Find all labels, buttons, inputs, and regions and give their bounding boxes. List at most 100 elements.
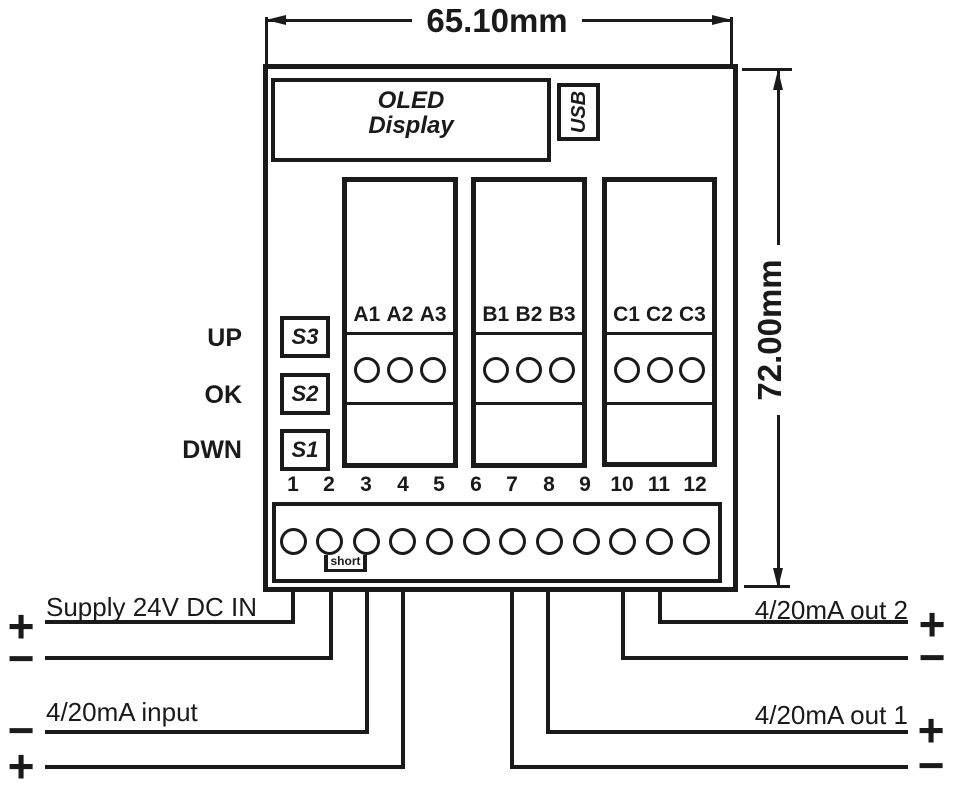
dim-extension-line-left	[265, 17, 268, 64]
relay-terminal-holes	[476, 357, 582, 383]
terminal-number: 4	[397, 473, 409, 496]
terminal-number: 12	[683, 473, 707, 496]
terminal-hole-4	[389, 528, 416, 555]
input-minus-icon: −	[7, 704, 35, 756]
relay-cell-labels: B1 B2 B3	[476, 304, 582, 326]
button-s1: S1	[280, 429, 330, 471]
relay-divider-line	[476, 332, 582, 335]
relay-block-b: B1 B2 B3	[471, 177, 587, 468]
usb-label: USB	[568, 90, 590, 134]
arrowhead-down-icon	[773, 568, 783, 588]
analog-out1-label: 4/20mA out 1	[754, 700, 908, 730]
terminal-hole-10	[609, 528, 636, 555]
terminal-number: 6	[470, 473, 482, 496]
cell-label: B2	[515, 303, 543, 326]
cell-label: A3	[419, 303, 447, 326]
wire-out1-plus	[546, 730, 908, 734]
terminal-hole-1	[280, 528, 307, 555]
relay-terminal-hole	[387, 357, 413, 383]
relay-terminal-hole	[613, 357, 640, 383]
button-function-label-ok: OK	[204, 381, 243, 409]
relay-divider-line	[476, 402, 582, 405]
button-function-label-dwn: DWN	[182, 436, 242, 464]
out2-minus-icon: −	[918, 631, 946, 683]
terminal-hole-8	[536, 528, 563, 555]
relay-terminal-hole	[420, 357, 446, 383]
relay-terminal-holes	[607, 357, 712, 383]
wire-terminal7-vertical	[510, 592, 514, 769]
dim-extension-line-right	[730, 17, 733, 64]
cell-label: A1	[353, 303, 381, 326]
wire-input-plus	[45, 765, 405, 769]
terminal-number: 7	[506, 473, 518, 496]
button-function-label-up: UP	[207, 324, 242, 352]
relay-divider-line	[607, 402, 712, 405]
usb-port: USB	[557, 83, 600, 141]
oled-label-line2: Display	[368, 112, 454, 139]
terminal-hole-9	[573, 528, 600, 555]
relay-terminal-hole	[549, 357, 575, 383]
dim-extension-line-top	[742, 68, 792, 71]
wire-supply-minus	[45, 656, 333, 660]
relay-cell-labels: C1 C2 C3	[607, 304, 712, 326]
arrowhead-up-icon	[773, 70, 783, 90]
terminal-hole-12	[683, 528, 710, 555]
wire-out2-minus	[621, 656, 908, 660]
cell-label: C2	[646, 303, 673, 326]
supply-label: Supply 24V DC IN	[46, 592, 257, 622]
wire-terminal10-vertical	[621, 592, 625, 660]
wire-terminal8-vertical	[546, 592, 550, 734]
terminal-number: 1	[287, 473, 299, 496]
out1-minus-icon: −	[917, 739, 945, 790]
arrowhead-right-icon	[712, 15, 732, 25]
button-s2: S2	[280, 373, 330, 415]
wire-input-minus	[45, 730, 369, 734]
relay-terminal-hole	[354, 357, 380, 383]
terminal-number: 2	[323, 473, 335, 496]
terminal-hole-6	[463, 528, 490, 555]
cell-label: B3	[548, 303, 576, 326]
cell-label: A2	[386, 303, 414, 326]
cell-label: C3	[679, 303, 706, 326]
relay-terminal-hole	[483, 357, 509, 383]
wire-out2-plus	[658, 620, 908, 624]
relay-terminal-hole	[679, 357, 706, 383]
relay-block-a: A1 A2 A3	[342, 177, 458, 468]
wire-terminal1-vertical	[291, 592, 295, 624]
short-jumper-label: short	[330, 554, 361, 568]
terminal-number: 3	[360, 473, 372, 496]
supply-minus-icon: −	[7, 632, 35, 684]
terminal-number: 10	[610, 473, 634, 496]
wire-terminal11-vertical	[658, 592, 662, 624]
short-jumper-bracket: short	[324, 555, 367, 572]
supply-plus-icon: +	[7, 600, 35, 652]
terminal-hole-7	[499, 528, 526, 555]
wire-terminal3-vertical	[365, 592, 369, 734]
relay-divider-line	[347, 332, 453, 335]
terminal-hole-5	[426, 528, 453, 555]
arrowhead-left-icon	[266, 15, 286, 25]
input-plus-icon: +	[7, 740, 35, 790]
relay-divider-line	[347, 402, 453, 405]
terminal-hole-11	[646, 528, 673, 555]
relay-divider-line	[607, 332, 712, 335]
terminal-hole-3	[353, 528, 380, 555]
terminal-number: 5	[433, 473, 445, 496]
cell-label: C1	[613, 303, 640, 326]
out2-plus-icon: +	[918, 598, 946, 650]
terminal-number: 8	[543, 473, 555, 496]
analog-out2-label: 4/20mA out 2	[754, 595, 908, 625]
analog-input-label: 4/20mA input	[46, 697, 198, 727]
terminal-number: 9	[579, 473, 591, 496]
wire-out1-minus	[510, 765, 908, 769]
out1-plus-icon: +	[917, 704, 945, 756]
oled-label-line1: OLED	[377, 87, 445, 114]
height-dimension-label: 72.00mm	[751, 245, 789, 415]
relay-terminal-hole	[646, 357, 673, 383]
terminal-number: 11	[647, 473, 671, 496]
wire-supply-plus	[45, 620, 295, 624]
relay-terminal-holes	[347, 357, 453, 383]
button-s3: S3	[280, 316, 330, 358]
width-dimension-label: 65.10mm	[412, 2, 582, 40]
